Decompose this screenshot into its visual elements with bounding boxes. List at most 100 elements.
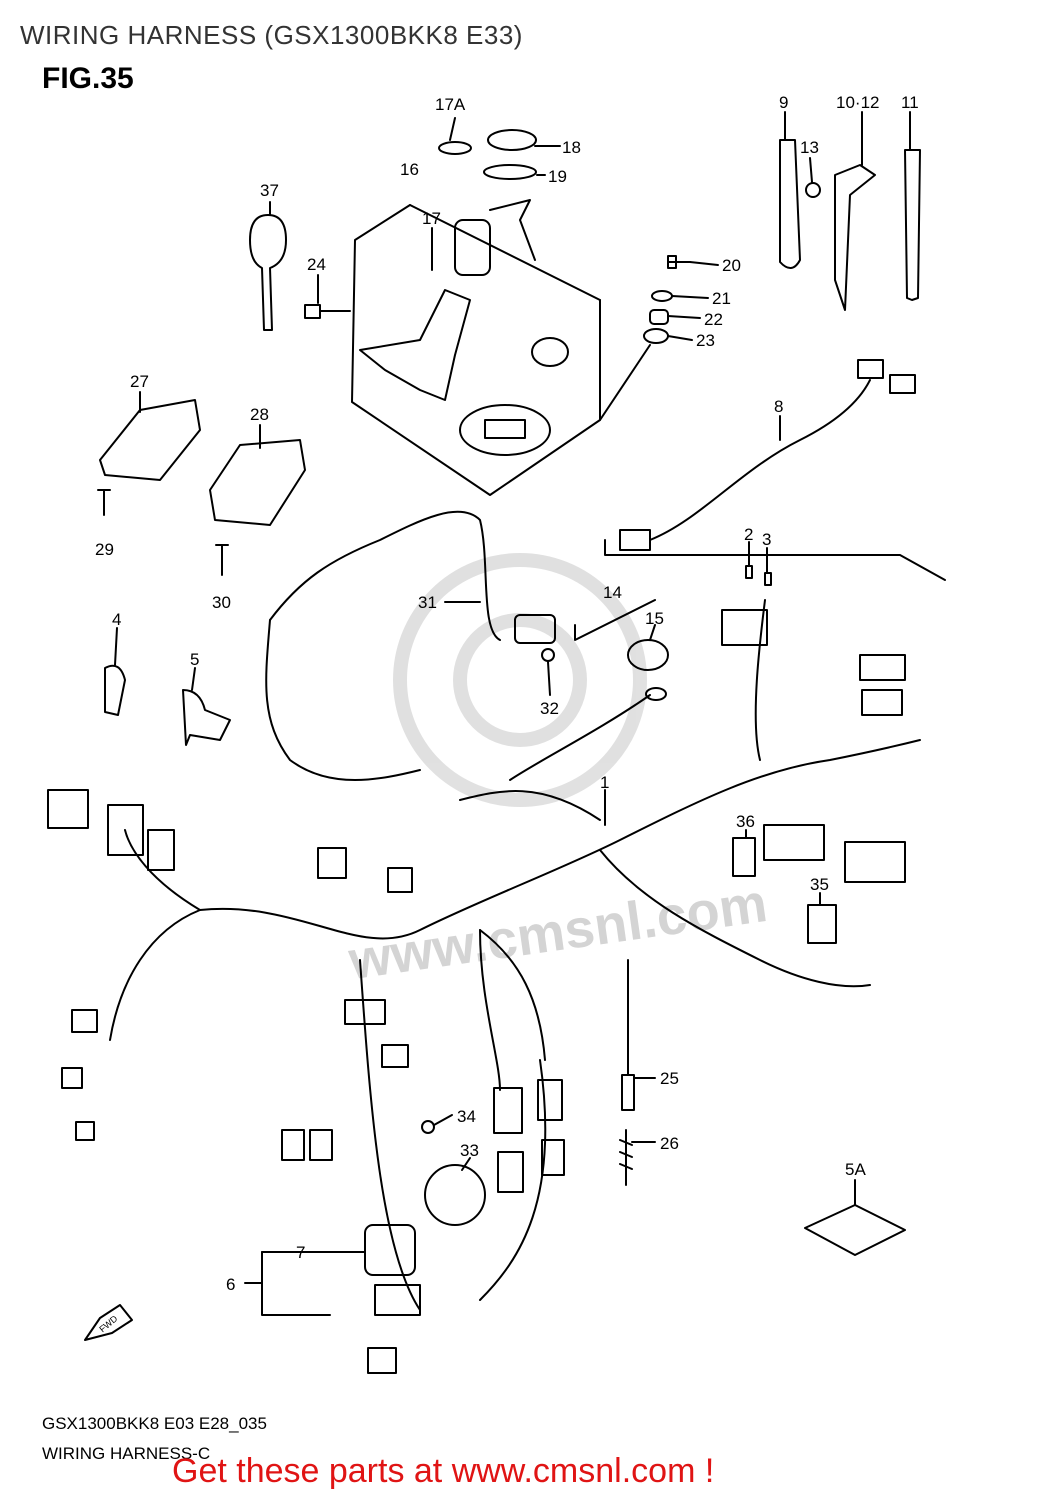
washer-21: [651, 290, 673, 302]
callout-35: 35: [810, 875, 829, 894]
callout-16: 16: [400, 160, 419, 179]
tie-11: [904, 149, 921, 301]
clip-4: [104, 664, 126, 716]
callout-17a: 17A: [435, 95, 466, 114]
leader-5: [191, 667, 196, 691]
harness-6-end: [367, 1347, 397, 1374]
leader-23: [667, 335, 693, 341]
fuse-3: [764, 572, 772, 586]
screw-30: [215, 544, 229, 576]
callout-15: 15: [645, 609, 664, 628]
relay-7: [364, 1224, 416, 1276]
bracket-6-7: [261, 1251, 331, 1316]
callout-21: 21: [712, 289, 731, 308]
band-1012: [834, 164, 876, 311]
callout-2: 2: [744, 525, 753, 544]
connector-upper-right-3: [861, 689, 903, 716]
clip-5: [182, 689, 231, 746]
callout-3: 3: [762, 530, 771, 549]
relay-28: [209, 439, 306, 526]
callout-7: 7: [296, 1243, 305, 1262]
relay-27: [99, 399, 201, 481]
callout-11: 11: [901, 93, 919, 112]
callout-1012: 10·12: [836, 93, 879, 112]
leader-32: [547, 661, 551, 696]
line-art: [47, 111, 946, 1374]
watermark-logo: [393, 553, 647, 807]
connector-lower-3: [497, 1151, 524, 1193]
callout-5: 5: [190, 650, 199, 669]
fuse-2: [745, 565, 753, 579]
sensor-25: [621, 959, 635, 1111]
harness-branch-h: [109, 909, 201, 1041]
connector-left-6: [75, 1121, 95, 1141]
spring-26: [619, 1129, 633, 1186]
screw-29: [97, 489, 111, 516]
connector-mid-3: [344, 999, 386, 1025]
leader-34: [433, 1114, 453, 1126]
callout-20: 20: [722, 256, 741, 275]
connector-8-b: [889, 374, 916, 394]
callout-36: 36: [736, 812, 755, 831]
callout-25: 25: [660, 1069, 679, 1088]
connector-mid-2: [387, 867, 413, 893]
connector-left-4: [71, 1009, 98, 1033]
connector-upper-right-2: [859, 654, 906, 681]
connector-left-3: [147, 829, 175, 871]
leader-33: [461, 1157, 471, 1171]
harness-6-connector: [374, 1284, 421, 1316]
harness-branch-e: [599, 849, 871, 988]
leader-4: [114, 627, 118, 666]
cap-18: [487, 129, 537, 151]
leader-22: [667, 315, 701, 319]
fuel-cap-lock: [459, 404, 551, 456]
callout-26: 26: [660, 1134, 679, 1153]
leader-13: [809, 157, 813, 183]
connector-8-a: [857, 359, 884, 379]
ignition-switch-body: [454, 219, 491, 276]
callout-37: 37: [260, 181, 279, 200]
model-code-caption: GSX1300BKK8 E03 E28_035: [42, 1414, 267, 1433]
callout-31: 31: [418, 593, 437, 612]
connector-mid-6: [309, 1129, 333, 1161]
switch-31: [514, 614, 556, 644]
harness-branch-j: [359, 959, 421, 1311]
main-harness-trunk: [199, 739, 921, 940]
connector-lower-1: [493, 1087, 523, 1134]
connector-lower-4: [541, 1139, 565, 1176]
terminal-14: [645, 687, 667, 701]
promo-link-text[interactable]: Get these parts at www.cmsnl.com !: [172, 1452, 715, 1490]
connector-8-end: [619, 529, 651, 551]
subharness-bracket: [604, 539, 946, 581]
callout-5a: 5A: [845, 1160, 866, 1179]
key-37: [249, 214, 287, 331]
connector-mid-4: [381, 1044, 409, 1068]
clamp-9: [779, 139, 801, 269]
callout-28: 28: [250, 405, 269, 424]
fuel-cap-plate: [484, 419, 526, 439]
figure-number: FIG.35: [42, 62, 134, 95]
sub-harness-8: [649, 379, 871, 541]
harness-branch-b: [269, 510, 501, 641]
ring-19: [483, 164, 537, 180]
callout-6: 6: [226, 1275, 235, 1294]
callout-19: 19: [548, 167, 567, 186]
plate-5a: [804, 1204, 906, 1256]
connector-left-5: [61, 1067, 83, 1089]
bracket-line: [409, 204, 601, 301]
harness-branch-g: [479, 929, 501, 1091]
connector-lower-2: [537, 1079, 563, 1121]
callout-30: 30: [212, 593, 231, 612]
bracket-14: [574, 599, 656, 641]
leader-15: [649, 624, 656, 641]
wire-14: [509, 694, 651, 781]
callout-27: 27: [130, 372, 149, 391]
page-header-title: WIRING HARNESS (GSX1300BKK8 E33): [20, 20, 523, 50]
connector-left-1: [47, 789, 89, 829]
connector-upper-right: [721, 609, 768, 646]
leader-20: [689, 261, 719, 266]
callout-23: 23: [696, 331, 715, 350]
bolt-24: [304, 304, 351, 319]
ignition-bracket: [359, 289, 471, 401]
